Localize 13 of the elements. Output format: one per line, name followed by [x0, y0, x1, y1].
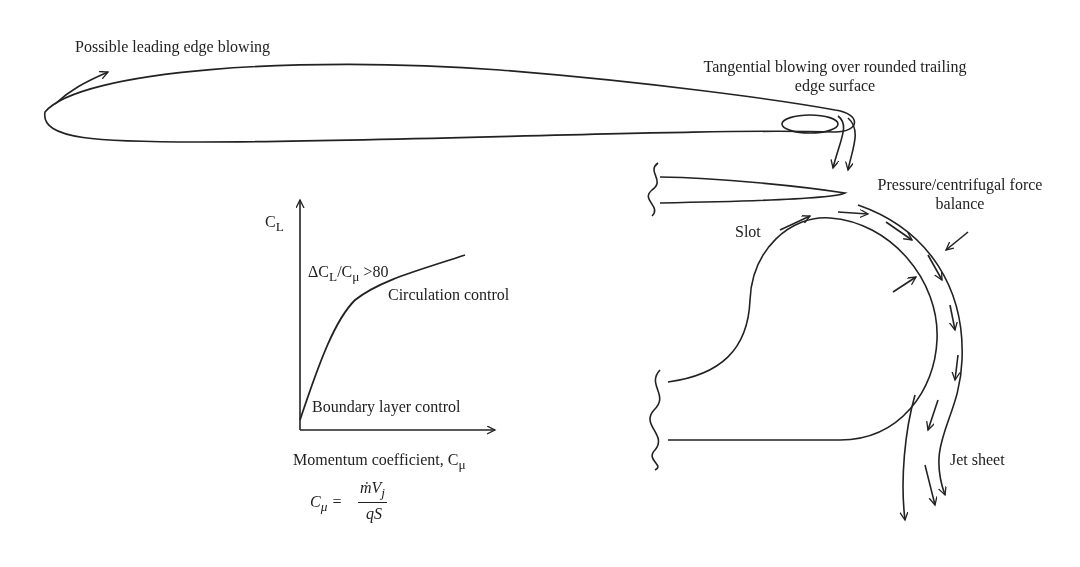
formula-numerator: ṁV$_{j}$: [358, 478, 388, 504]
axis-label: C$_{L}$: [265, 212, 284, 237]
axis-label: Momentum coefficient, C$_{μ}$: [293, 450, 466, 475]
formula-denominator: qS: [366, 504, 382, 523]
callout-label: Tangential blowing over rounded trailing edge surface: [702, 57, 968, 95]
curve-label: Boundary layer control: [312, 397, 461, 416]
curve-label: Circulation control: [388, 285, 510, 304]
formula-text: C$_{μ}$ =: [310, 492, 343, 517]
callout-label: Pressure/centrifugal force balance: [876, 175, 1044, 213]
callout-label: Slot: [735, 222, 761, 241]
callout-label: Possible leading edge blowing: [75, 37, 271, 56]
callout-label: Jet sheet: [950, 450, 1005, 469]
ratio-label: ΔC$_{L}$/C$_{μ}$ >80: [308, 262, 389, 287]
